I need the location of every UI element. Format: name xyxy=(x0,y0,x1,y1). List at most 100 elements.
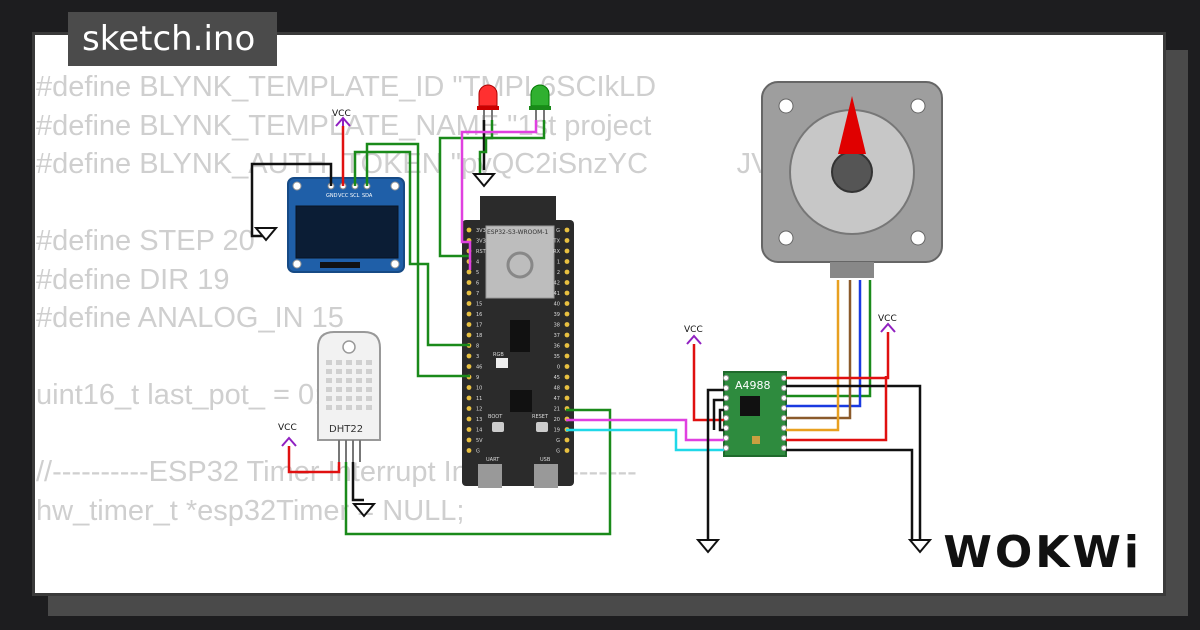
code-line: #define BLYNK_TEMPLATE_NAME "1st project xyxy=(36,109,652,142)
code-line: #define ANALOG_IN 15 xyxy=(36,302,344,334)
esp32-pin xyxy=(466,406,472,411)
dht-vent xyxy=(356,378,362,383)
a4988-pin xyxy=(780,414,788,422)
esp32-pin-label: 15 xyxy=(476,302,482,308)
esp32-uart-label: UART xyxy=(486,457,500,463)
a4988-pin xyxy=(722,374,730,382)
a4988-pin xyxy=(780,374,788,382)
dht-vent xyxy=(346,396,352,401)
esp32-pin xyxy=(466,269,472,275)
dht-vent xyxy=(336,360,342,365)
esp32-pin-label: 46 xyxy=(476,365,482,371)
dht-vent xyxy=(366,378,372,383)
oled-pin-sda: SDA xyxy=(362,193,373,199)
vcc-label-dht: VCC xyxy=(278,423,297,433)
esp32-pin-label: 37 xyxy=(554,333,560,339)
esp32-pin-label: 36 xyxy=(554,344,560,350)
esp32-pin xyxy=(564,290,570,296)
dht-vent xyxy=(336,396,342,401)
esp32-pin xyxy=(564,353,570,359)
esp32-pin xyxy=(564,280,570,285)
ground-icon-oled xyxy=(253,227,279,242)
oled-pin-gnd: GND xyxy=(326,193,338,199)
wires xyxy=(250,120,922,540)
esp32-pin-label: 17 xyxy=(476,323,482,329)
esp32-pin xyxy=(466,280,472,285)
esp32-module-label: ESP32-S3-WROOM-1 xyxy=(487,229,548,236)
esp32-pin-label: 9 xyxy=(476,375,479,381)
esp32-pin xyxy=(466,364,472,369)
esp32-pin xyxy=(564,448,570,453)
a4988-pin xyxy=(722,434,730,442)
esp32-pin xyxy=(564,269,570,275)
esp32-pin-label: 40 xyxy=(554,302,560,308)
a4988-driver: A4988 xyxy=(722,371,788,457)
esp32-reset-label: RESET xyxy=(532,414,549,420)
file-tab[interactable]: sketch.ino xyxy=(68,12,278,66)
code-line: hw_timer_t *esp32Timer = NULL; xyxy=(36,494,465,527)
esp32-pin xyxy=(466,301,472,306)
a4988-pin xyxy=(780,444,788,452)
a4988-pin xyxy=(780,404,788,412)
dht-vent xyxy=(366,405,372,410)
dht22-label: DHT22 xyxy=(329,424,363,435)
dht-vent xyxy=(366,396,372,401)
esp32-pin xyxy=(564,248,570,254)
esp32-pin xyxy=(466,385,472,390)
esp32-pin-label: 45 xyxy=(554,375,560,381)
esp32-pin-label: 1 xyxy=(557,260,560,266)
esp32-pin-label: 20 xyxy=(554,417,560,423)
a4988-pin xyxy=(780,434,788,442)
esp32-pin xyxy=(466,448,472,453)
dht-vent xyxy=(326,405,332,410)
esp32-pin-label: RX xyxy=(553,249,560,255)
esp32-pin-label: 42 xyxy=(554,281,560,287)
dht-vent xyxy=(326,387,332,392)
dht-vent xyxy=(366,360,372,365)
dht-vent xyxy=(346,369,352,374)
preview-card xyxy=(32,32,1166,596)
esp32-pin xyxy=(466,427,472,432)
a4988-pin xyxy=(722,394,730,402)
esp32-pin-label: G xyxy=(476,449,480,455)
dht-vent xyxy=(356,387,362,392)
esp32-pin-label: G xyxy=(556,438,560,444)
esp32-usb-label: USB xyxy=(540,457,551,463)
dht-vent xyxy=(346,378,352,383)
dht-vent xyxy=(336,387,342,392)
dht-vent xyxy=(356,360,362,365)
esp32-pin-label: 10 xyxy=(476,386,482,392)
esp32-pin xyxy=(466,227,472,233)
esp32-pin-label: 41 xyxy=(554,291,560,297)
esp32-pin-label: 38 xyxy=(554,323,560,329)
esp32-pin xyxy=(466,290,472,296)
esp32-pin-label: 5V xyxy=(476,438,483,444)
led-red xyxy=(477,84,499,120)
esp32-pin xyxy=(564,227,570,233)
stepper-motor xyxy=(761,81,943,278)
vcc-label-oled: VCC xyxy=(332,109,351,119)
dht-vent xyxy=(326,378,332,383)
esp32-pin-label: G xyxy=(556,228,560,234)
oled-pin-scl: SCL xyxy=(350,193,360,199)
esp32-pin xyxy=(564,259,570,264)
esp32-pin-label: 19 xyxy=(554,428,560,434)
ground-icon-led xyxy=(471,173,497,188)
dht-vent xyxy=(356,396,362,401)
esp32-pin-label: 3V3 xyxy=(476,228,486,234)
wokwi-logo: WOKWi xyxy=(943,527,1142,578)
esp32-pin-label: RST xyxy=(476,249,487,255)
esp32-boot-label: BOOT xyxy=(488,414,503,420)
vcc-label-driver-left: VCC xyxy=(684,325,703,335)
a4988-pin xyxy=(722,444,730,452)
esp32-pin-label: 7 xyxy=(476,291,479,297)
esp32-pin xyxy=(466,322,472,327)
esp32-pin xyxy=(564,437,570,443)
esp32-pin-label: 48 xyxy=(554,386,560,392)
esp32-pin-label: 18 xyxy=(476,333,482,339)
dht22-sensor: DHT22 xyxy=(317,331,381,462)
esp32-pin xyxy=(466,437,472,443)
a4988-pin xyxy=(722,384,730,392)
vcc-label-driver-right: VCC xyxy=(878,314,897,324)
